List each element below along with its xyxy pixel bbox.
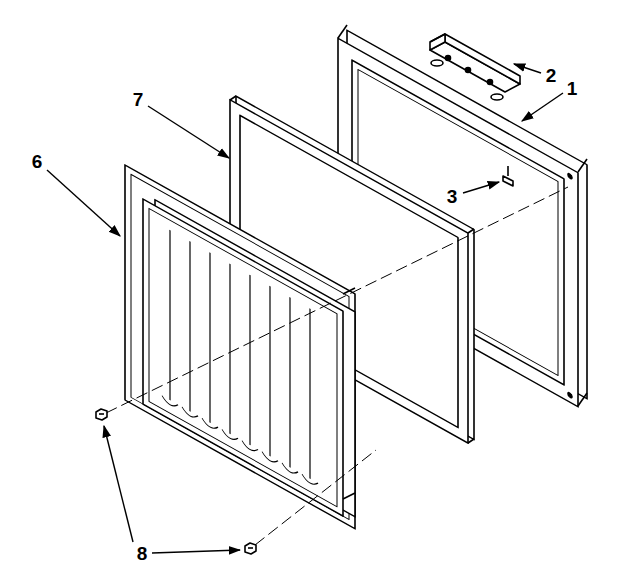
callout-number: 7: [133, 90, 144, 109]
clip: [503, 166, 513, 186]
leader-line: [47, 64, 563, 553]
alignment-line: [106, 187, 568, 545]
screw: [96, 409, 256, 554]
door-panel: [125, 165, 355, 529]
callout-number: 3: [447, 187, 458, 206]
hinge: [430, 34, 520, 100]
callout-number: 8: [137, 544, 148, 563]
callout-number: 1: [567, 79, 578, 98]
callout-number: 2: [546, 66, 557, 85]
callout-number: 6: [32, 152, 43, 171]
